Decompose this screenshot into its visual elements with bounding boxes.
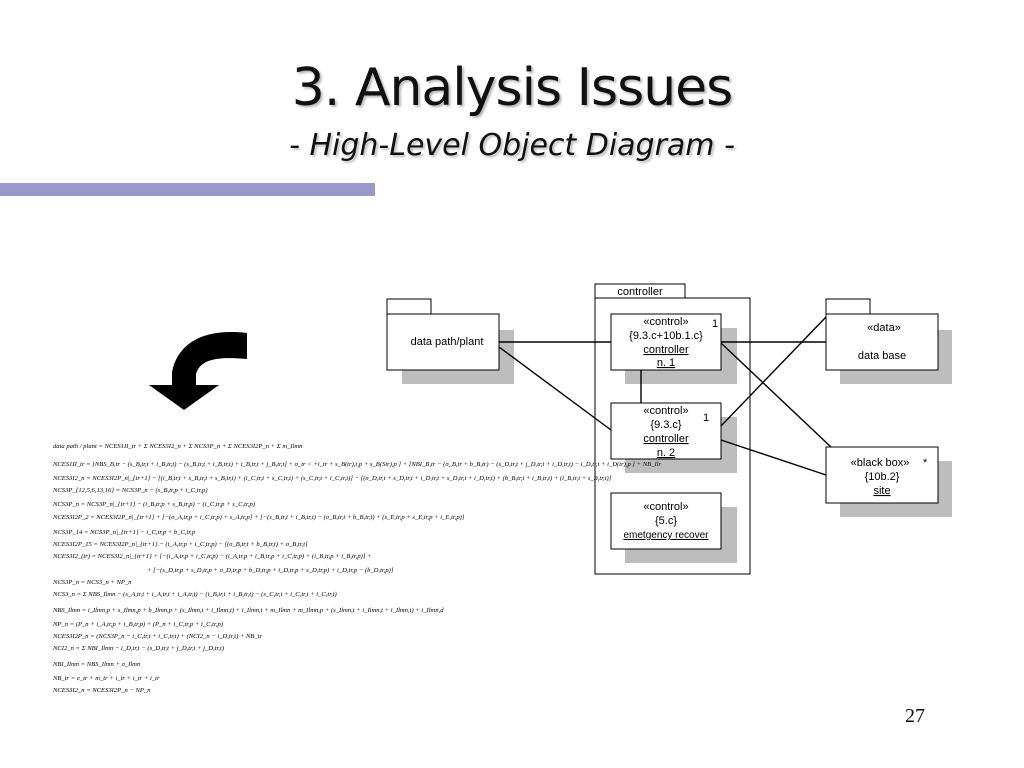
equation-line: NCS3P_n = NCS3P_n|_{tr+1} − (i_B,tr,p + … <box>53 501 255 508</box>
equation-line: data path / plant = NCES1II_tr + Σ NCES3… <box>53 443 303 450</box>
slide-title: 3. Analysis Issues <box>291 58 733 118</box>
link-datapath-control2 <box>498 346 612 431</box>
control-object-3: «control» {5.c} emetgency recover <box>610 492 737 563</box>
black-box-name: site <box>873 485 890 497</box>
control1-requirement: {9.3.c+10b.1.c} <box>629 330 703 342</box>
data-base-name: data base <box>858 350 906 362</box>
equation-line: NCI2_n = Σ NBI_Ilmn − i_D,tr,t − (s_D,tr… <box>53 645 225 652</box>
equation-line: NCES3I2_n = NCES3I2P_n − NP_n <box>53 687 151 694</box>
control2-name: controller <box>643 433 689 445</box>
equation-line: NBS_Ilmn = i_Ilmn,p + s_Ilmn,p + b_Ilmn,… <box>53 607 444 614</box>
black-box-stereotype: «black box» <box>851 457 910 469</box>
link-control1-blackbox <box>720 342 832 448</box>
control2-multiplicity: 1 <box>703 412 709 424</box>
control2-stereotype: «control» <box>643 405 688 417</box>
equation-line: NCS3P_14 = NCS3P_n|_{tr+1} − i_C,tr,p + … <box>53 529 196 536</box>
black-box-object: «black box» * {10b.2} site <box>825 446 952 517</box>
black-box-requirement: {10b.2} <box>865 471 900 483</box>
data-path-package: data path/plant <box>386 298 514 384</box>
link-control2-database <box>720 316 827 427</box>
page-number: 27 <box>905 705 925 727</box>
data-base-package: «data» data base <box>825 298 952 384</box>
link-control2-blackbox <box>720 439 827 476</box>
control3-stereotype: «control» <box>643 501 688 513</box>
equation-line: NBI_Ilmn = NBS_Ilmn + σ_Ilmn <box>53 661 141 668</box>
equation-line: NCES3I2_(tr) = NCES3I2_n|_{tr+1} + [−(i_… <box>53 553 372 560</box>
equation-line: NCS3P_n = NCS3_n + NP_n <box>53 579 132 586</box>
control-object-2: «control» 1 {9.3.c} controller n. 2 <box>610 402 737 473</box>
black-box-multiplicity: * <box>923 457 928 469</box>
controller-package-label: controller <box>617 286 663 298</box>
equation-line: NCES3I2P_n = (NCS3P_n − i_C,tr,t + i_C,t… <box>53 633 263 640</box>
control2-requirement: {9.3.c} <box>650 419 682 431</box>
equation-line: NCS3_n = Σ NBS_Ilmn − (s_A,tr,t + i_A,tr… <box>53 591 337 598</box>
equation-line: + [−(s_D,tr,p + s_D,tr,p + σ_D,tr,p + b_… <box>147 567 394 574</box>
control1-name: controller <box>643 344 689 356</box>
curved-arrow-icon <box>149 332 247 410</box>
data-path-label: data path/plant <box>411 336 484 348</box>
data-base-stereotype: «data» <box>867 322 901 334</box>
equation-line: NP_n = (P_n + i_A,tr,p + i_B,tr,p) + (P_… <box>53 621 223 628</box>
slide-subtitle: - High-Level Object Diagram - <box>289 128 735 163</box>
equation-line: NCS3P_{12,5,6,13,16} = NCS3P_n − (s_B,tr… <box>53 487 208 494</box>
connection-lines <box>498 316 832 476</box>
control1-multiplicity: 1 <box>712 318 718 330</box>
equation-line: NCES3I2P_15 = NCES3I2P_n|_{tr+1} − (i_A,… <box>53 541 308 548</box>
control1-stereotype: «control» <box>643 316 688 328</box>
equation-line: NCES3I2P_2 = NCES3I2P_n|_{tr+1} + [−(σ_A… <box>53 514 465 521</box>
title-accent-bar <box>0 183 375 196</box>
control3-requirement: {5.c} <box>655 515 677 527</box>
equation-line: NB_tr = e_tr + m_tr + i_tr + i_tr + i_tr <box>53 675 160 682</box>
control1-instance: n. 1 <box>657 357 675 369</box>
control2-instance: n. 2 <box>657 447 675 459</box>
equation-line: NCES3I2_n = NCES3I2P_n|_{tr+1} − [(i_B,t… <box>53 475 612 482</box>
equation-line: NCES1II_tr = [NBS_B,tr − (s_B,tr,t + i_B… <box>53 461 662 468</box>
control-object-1: «control» 1 {9.3.c+10b.1.c} controller n… <box>610 313 737 384</box>
control3-name: emetgency recover <box>623 530 709 541</box>
